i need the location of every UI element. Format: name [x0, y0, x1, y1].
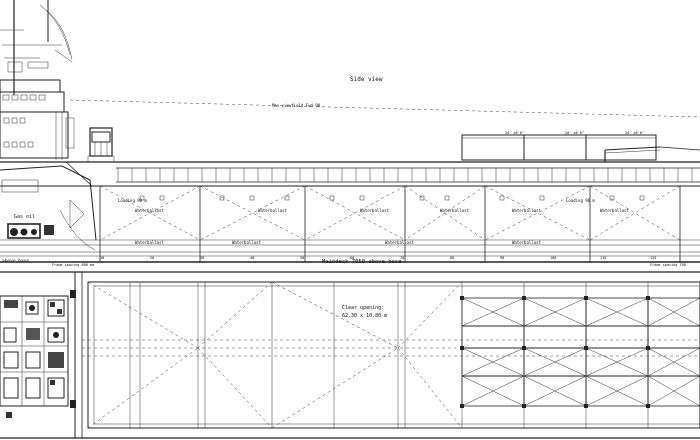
- frame-label-30: 30: [200, 256, 204, 260]
- frame-label-50: 50: [300, 256, 304, 260]
- frame-label-20: 20: [150, 256, 154, 260]
- frame-label-70: 70: [400, 256, 404, 260]
- loading-label-2: Loading 90 m: [566, 198, 595, 203]
- clear-opening-value: 62.30 x 10.80 m: [342, 313, 387, 319]
- tank-diagonals: [99, 185, 681, 241]
- maindeck-title: Maindeck 7050 above base: [322, 259, 401, 265]
- plan-view: above base Maindeck 7050 above base: [0, 258, 700, 439]
- waterballast-lower-1: Waterballast: [135, 240, 164, 245]
- plan-diagonals: [87, 281, 463, 429]
- loading-label-1: Loading 90 m: [118, 198, 147, 203]
- hold-frames: [117, 168, 693, 182]
- waterballast-upper-5: Waterballast: [512, 208, 541, 213]
- waterballast-upper-6: Waterballast: [600, 208, 629, 213]
- frame-label-90: 90: [500, 256, 504, 260]
- hull-side: Gas oil: [0, 161, 700, 263]
- side-view-title: Side view: [350, 76, 383, 83]
- container-label-2: 20' x8'6": [565, 131, 584, 135]
- frame-label-80: 80: [450, 256, 454, 260]
- waterballast-upper-1: Waterballast: [135, 208, 164, 213]
- wheelhouse: [0, 79, 75, 160]
- hatch-coaming: [82, 281, 700, 429]
- frame-spacing-note: Frame spacing 600 mm: [52, 263, 94, 267]
- waterballast-lower-2: Waterballast: [232, 240, 261, 245]
- crane: [87, 127, 115, 163]
- frame-label-10: 10: [100, 256, 104, 260]
- clear-opening-title: Clear opening:: [342, 305, 384, 311]
- gas-oil-label: Gas oil: [14, 214, 35, 220]
- waterballast-lower-4: Waterballast: [512, 240, 541, 245]
- bulkheads: [99, 186, 681, 262]
- above-base-label: above base: [2, 258, 29, 264]
- frame-label-100: 100: [550, 256, 556, 260]
- waterballast-upper-3: Waterballast: [360, 208, 389, 213]
- waterballast-lower-3: Waterballast: [385, 240, 414, 245]
- frame-label-110: 110: [600, 256, 606, 260]
- side-fittings: [139, 195, 645, 201]
- waterballast-upper-4: Waterballast: [440, 208, 469, 213]
- frame-label-60: 60: [350, 256, 354, 260]
- container-label-3: 20' x8'6": [625, 131, 644, 135]
- frame-label-40: 40: [250, 256, 254, 260]
- container-bays: [460, 296, 700, 408]
- frame-spacing-note-right: Frame spacing 700: [650, 263, 686, 267]
- mast: [0, 0, 73, 95]
- frame-label-120: 120: [650, 256, 656, 260]
- side-view: Max viewfield Fwd 90 Side view 20' x8'6"…: [0, 0, 700, 267]
- viewfield-label: Max viewfield Fwd 90: [272, 103, 321, 108]
- waterballast-upper-2: Waterballast: [258, 208, 287, 213]
- container-stack: 20' x8'6" 20' x8'6" 20' x8'6": [461, 131, 657, 161]
- forward-crane: [604, 146, 700, 162]
- container-label-1: 20' x8'6": [505, 131, 524, 135]
- frame-scale: 10 20 30 40 50 60 70 80 90 100 110 120: [0, 255, 700, 260]
- accommodation-plan: [0, 290, 76, 418]
